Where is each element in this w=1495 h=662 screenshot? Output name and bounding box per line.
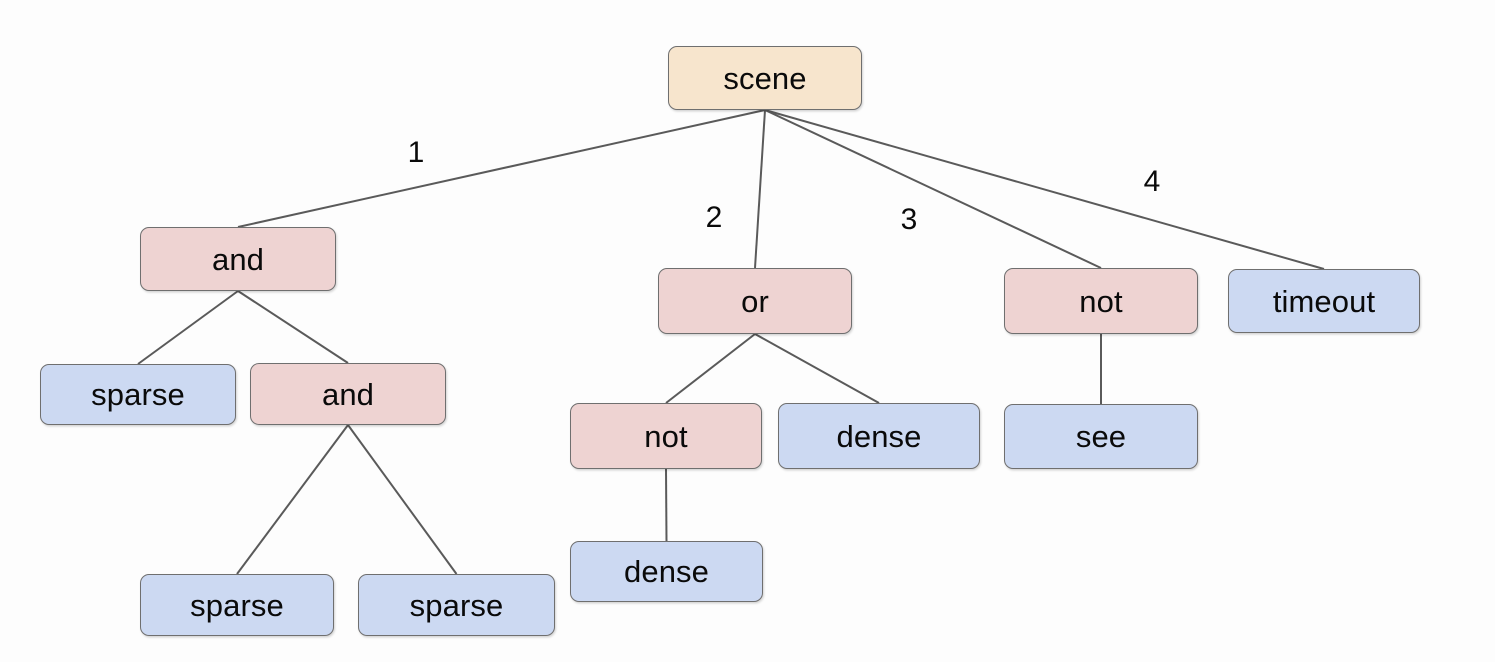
tree-node-timeout1[interactable]: timeout (1228, 269, 1420, 333)
tree-node-sparse1[interactable]: sparse (40, 364, 236, 425)
edge-and2-to-sparse3 (347, 424, 458, 575)
edge-and2-to-sparse2 (236, 424, 349, 575)
edge-scene-to-timeout1 (764, 109, 1325, 270)
tree-node-dense1[interactable]: dense (778, 403, 980, 469)
tree-node-label: sparse (91, 377, 185, 412)
tree-node-label: see (1075, 419, 1127, 454)
tree-node-sparse2[interactable]: sparse (140, 574, 334, 636)
edge-and1-to-and2 (237, 290, 349, 364)
edge-label-and1: 1 (407, 136, 425, 169)
tree-node-label: not (1079, 283, 1123, 319)
edge-label-or1: 2 (705, 201, 723, 234)
edge-or1-to-not1 (665, 333, 756, 404)
tree-node-label: not (644, 418, 688, 454)
tree-node-not2[interactable]: not (1004, 268, 1198, 334)
tree-node-label: scene (723, 60, 807, 96)
tree-node-see1[interactable]: see (1004, 404, 1198, 469)
tree-node-label: sparse (409, 587, 504, 623)
tree-node-and1[interactable]: and (140, 227, 336, 291)
tree-node-label: sparse (190, 587, 284, 623)
edge-or1-to-dense1 (754, 333, 880, 404)
edge-label-not2: 3 (900, 203, 918, 236)
tree-node-and2[interactable]: and (250, 363, 446, 425)
edge-and1-to-sparse1 (137, 290, 239, 365)
tree-node-label: or (741, 283, 769, 319)
edge-label-timeout1: 4 (1143, 165, 1161, 198)
edge-scene-to-not2 (764, 109, 1102, 269)
tree-node-label: timeout (1272, 283, 1376, 319)
edge-not1-to-dense2 (665, 468, 668, 542)
tree-node-label: dense (836, 418, 922, 454)
edge-scene-to-or1 (754, 109, 766, 269)
tree-node-not1[interactable]: not (570, 403, 762, 469)
tree-node-dense2[interactable]: dense (570, 541, 763, 602)
tree-node-sparse3[interactable]: sparse (358, 574, 555, 636)
tree-node-label: dense (624, 554, 709, 589)
edge-scene-to-and1 (237, 109, 766, 228)
tree-node-label: and (211, 241, 265, 277)
tree-node-scene[interactable]: scene (668, 46, 862, 110)
tree-node-or1[interactable]: or (658, 268, 852, 334)
tree-node-label: and (321, 376, 375, 412)
